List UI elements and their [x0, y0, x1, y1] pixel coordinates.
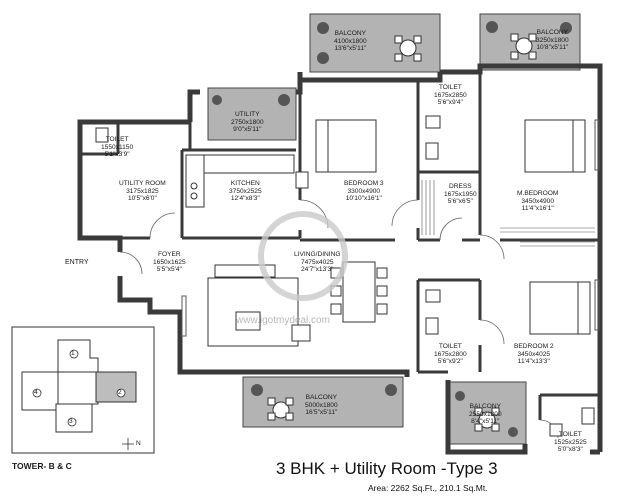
watermark-text: www.igotmydeal.com	[236, 315, 330, 326]
wardrobe-hatching	[421, 180, 595, 247]
tower-label: TOWER- B & C	[12, 461, 72, 471]
balcony-furniture	[267, 33, 537, 432]
plan-area: Area: 2262 Sq.Ft., 210.1 Sq.Mt.	[368, 483, 488, 493]
compass-icon: N	[136, 440, 141, 447]
key-plan	[11, 326, 155, 454]
kitchen-counter	[185, 154, 309, 208]
watermark-logo	[258, 211, 348, 301]
entry-label: ENTRY	[65, 259, 89, 266]
windows	[181, 119, 600, 337]
key-plan-unit-2: 2	[118, 389, 122, 396]
toilet-fixtures	[95, 115, 595, 437]
plan-title: 3 BHK + Utility Room -Type 3	[276, 459, 498, 478]
walls	[77, 63, 603, 455]
plant-icons	[212, 21, 572, 437]
living-furniture	[207, 261, 388, 347]
beds	[315, 119, 591, 335]
key-plan-unit-1: 1	[71, 350, 75, 357]
key-plan-unit-4: 4	[34, 389, 38, 396]
door-swings	[119, 199, 559, 439]
key-plan-unit-3: 3	[69, 418, 73, 425]
